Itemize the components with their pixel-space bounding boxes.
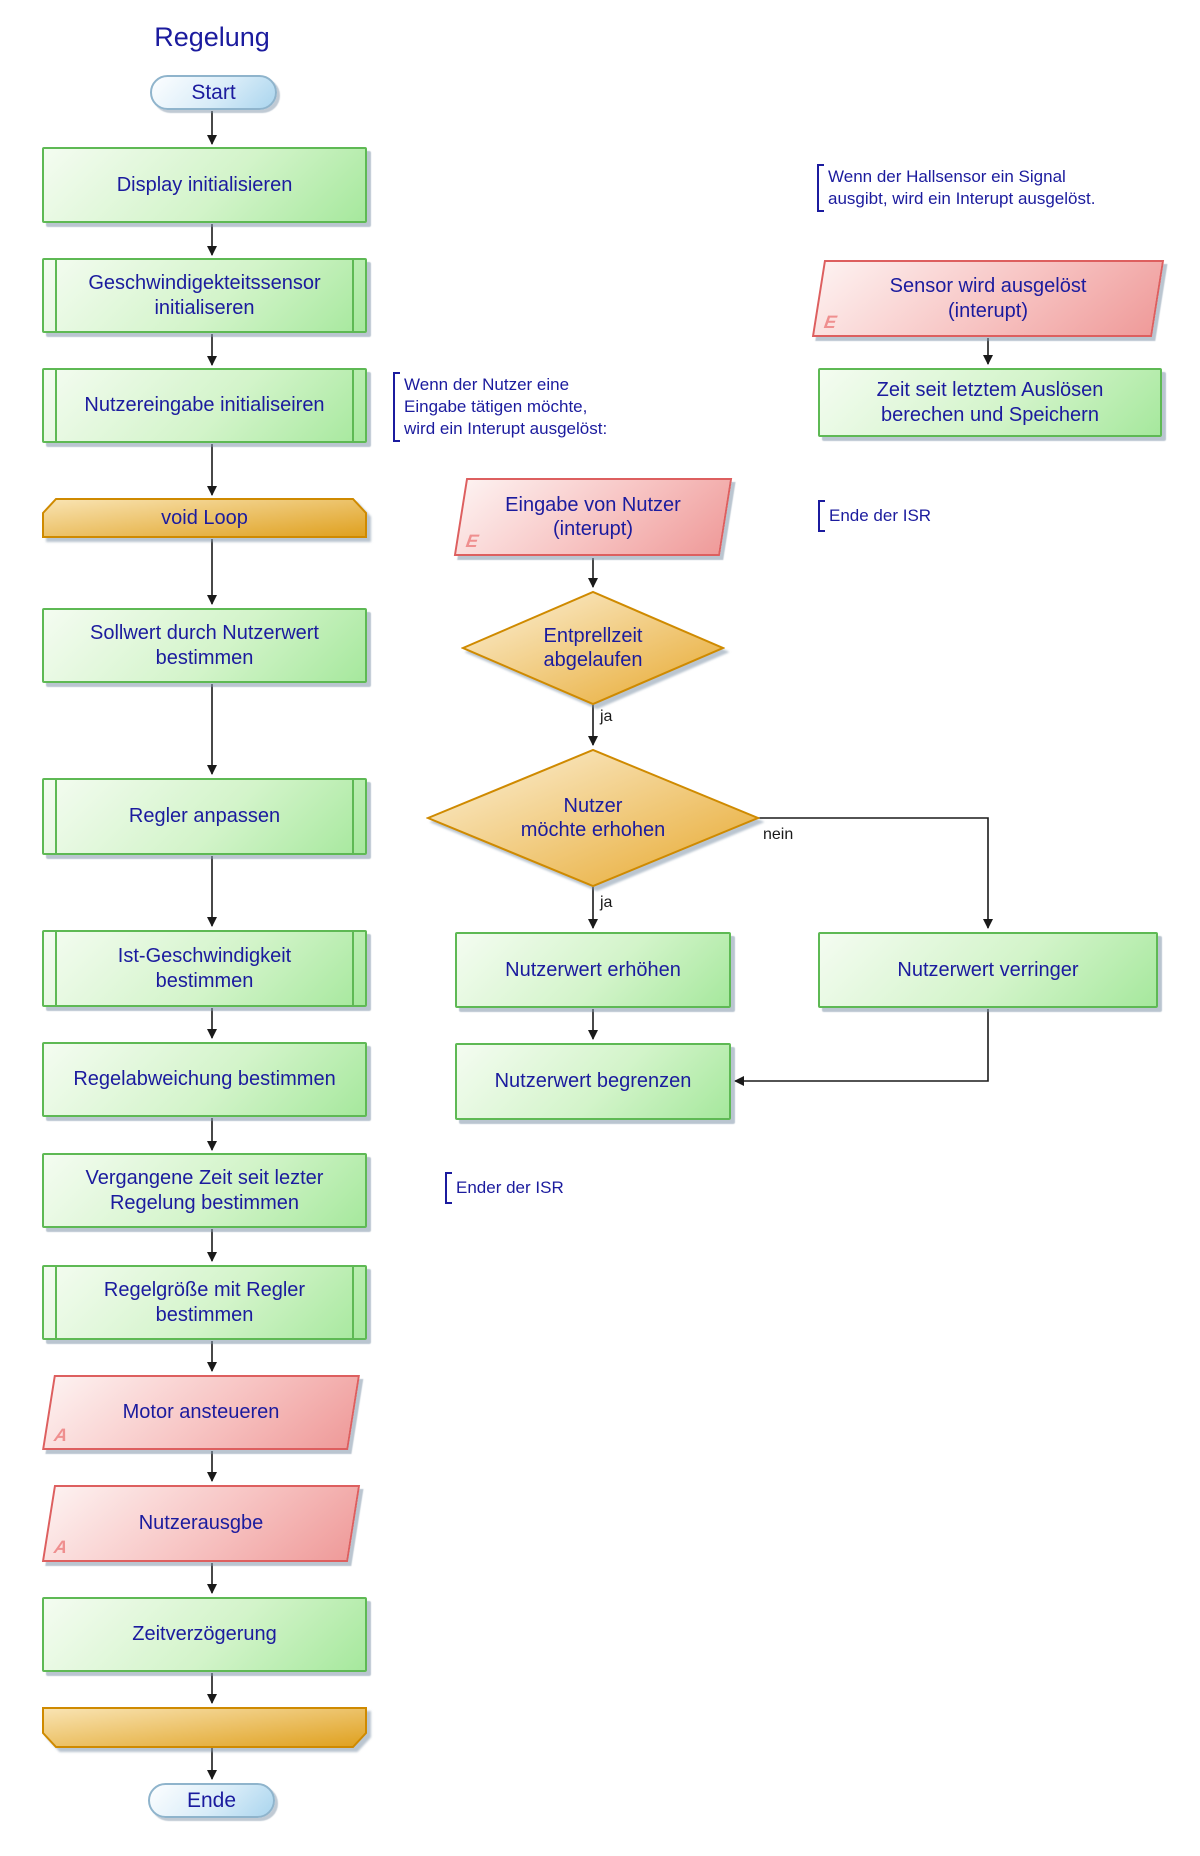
comment-isr-end-right: Ende der ISR [829,506,932,525]
decision-nutzer-erhoehen [426,748,760,888]
edge-label-ja-2: ja [600,894,613,911]
node-motor: A [42,1375,360,1450]
node-display-init [42,147,367,223]
decision-entprellzeit [461,590,725,706]
subroutine-bar [352,780,354,853]
ende-terminator [148,1783,275,1818]
interrupt-badge-e: E [822,312,838,332]
node-nutzerwert-verringern [818,932,1158,1008]
subroutine-bar [55,932,57,1005]
node-vergangene-zeit [42,1153,367,1228]
subroutine-bar [55,260,57,331]
subroutine-bar [352,932,354,1005]
comment-hall-sensor: Wenn der Hallsensor ein Signal ausgibt, … [828,167,1096,208]
comment-user-input: Wenn der Nutzer eine Eingabe tätigen möc… [404,375,608,438]
subroutine-bar [55,780,57,853]
comment-isr-end-middle: Ender der ISR [456,1178,564,1197]
subroutine-bar [55,370,57,441]
node-speed-sensor-init [42,258,367,333]
node-sensor-interrupt: E [811,260,1165,337]
node-eingabe-interrupt: E [453,478,733,556]
subroutine-bar [352,370,354,441]
diagram-title: Regelung [154,22,270,52]
node-ist-geschwindigkeit [42,930,367,1007]
node-zeit-berechnen [818,368,1162,437]
node-nutzerwert-erhoehen [455,932,731,1008]
comment-bracket [818,500,825,532]
comment-bracket [445,1172,452,1204]
node-zeitverzoegerung [42,1597,367,1672]
edge-label-ja-1: ja [600,708,613,725]
node-user-input-init [42,368,367,443]
loop-end-shape [42,1707,367,1748]
subroutine-bar [352,260,354,331]
start-terminator [150,75,277,110]
node-nutzerausgabe: A [41,1485,361,1562]
node-sollwert [42,608,367,683]
loop-start-shape [42,498,367,538]
node-regler-anpassen [42,778,367,855]
subroutine-bar [55,1267,57,1338]
interrupt-badge-e: E [464,531,480,551]
interrupt-badge-a: A [52,1537,69,1557]
interrupt-badge-a: A [52,1425,70,1445]
subroutine-bar [352,1267,354,1338]
node-nutzerwert-begrenzen [455,1043,731,1120]
comment-bracket [817,164,824,212]
node-regelabweichung [42,1042,367,1117]
comment-bracket [393,372,400,442]
node-regelgroesse [42,1265,367,1340]
edge-label-nein: nein [763,826,794,843]
